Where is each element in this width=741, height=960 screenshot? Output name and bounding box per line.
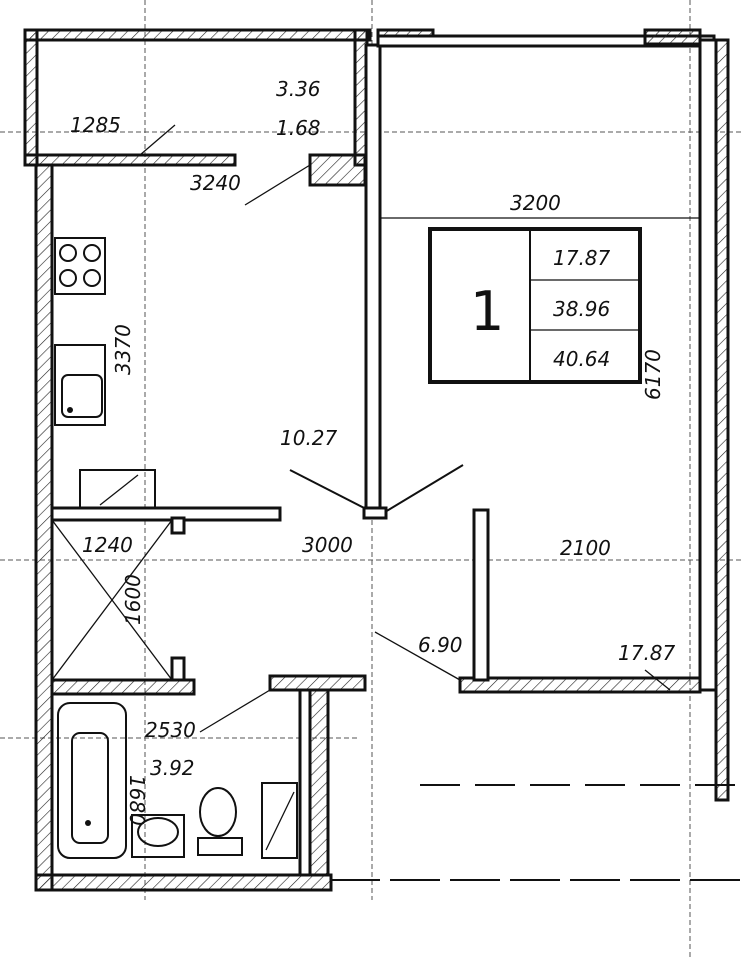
living-area: 17.87 [553, 246, 611, 270]
stove-icon [54, 237, 106, 295]
kitchen-length: 3370 [111, 324, 135, 375]
wardrobe-width: 1240 [82, 533, 133, 557]
washing-machine-icon [261, 782, 298, 859]
balcony-area-reduced: 1.68 [276, 116, 321, 140]
balcony-width: 1285 [70, 113, 121, 137]
outer-wall-left [34, 163, 54, 892]
bathroom-area: 3.92 [150, 756, 195, 780]
balcony-area-full: 3.36 [276, 77, 321, 101]
kitchen-width: 3240 [190, 171, 241, 195]
apartment-summary: 1 17.87 38.96 40.64 [428, 227, 642, 384]
bathroom: 2530 3.92 1680 [50, 674, 367, 877]
balcony: 3.36 1.68 1285 [23, 28, 372, 187]
bathtub-icon [57, 702, 127, 859]
partition-wall [364, 43, 382, 517]
living-room-area: 17.87 [618, 641, 676, 665]
wardrobe-length: 1600 [121, 574, 145, 625]
kitchen: 3240 3370 10.27 [54, 164, 464, 520]
door-swing [384, 464, 464, 513]
outer-wall-bottom [34, 873, 333, 892]
door-swing [289, 469, 373, 513]
sink-icon [54, 344, 106, 426]
hall-width: 3000 [302, 533, 353, 557]
room-count: 1 [470, 280, 504, 343]
living-room-width: 3200 [510, 191, 561, 215]
bathroom-width: 2530 [145, 718, 196, 742]
total-area-with-balcony: 40.64 [553, 347, 610, 371]
living-room-walls [376, 28, 730, 802]
living-room-width-lower: 2100 [560, 536, 611, 560]
total-area: 38.96 [553, 297, 610, 321]
wardrobe: 1240 1600 [50, 506, 282, 682]
kitchen-area: 10.27 [280, 426, 338, 450]
living-room-length: 6170 [641, 349, 665, 400]
washbasin-icon [131, 814, 185, 858]
toilet-icon [197, 787, 243, 856]
hall-area: 6.90 [418, 633, 463, 657]
fridge-icon [79, 469, 156, 511]
bathtub-length: 1680 [125, 775, 149, 826]
